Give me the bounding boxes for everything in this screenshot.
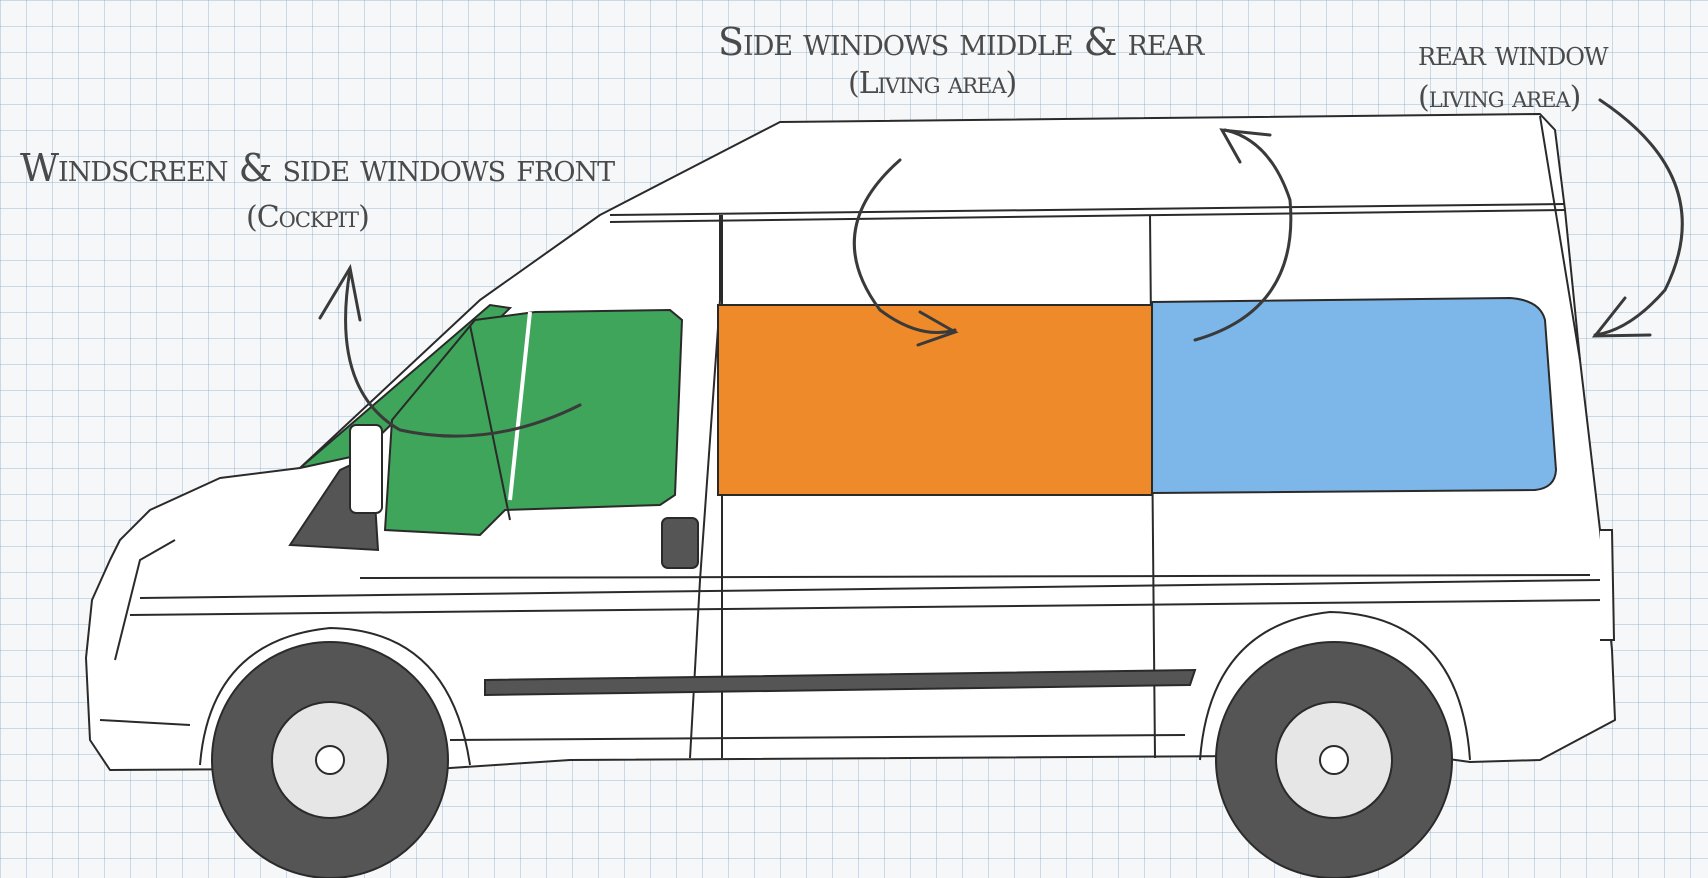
side-window-middle <box>717 304 1153 496</box>
rear-label-title: rear window <box>1418 34 1609 74</box>
side-label-title: Side windows middle & rear <box>718 20 1204 64</box>
arrow-side-rear <box>1193 128 1293 342</box>
rear-wheel <box>1215 641 1453 878</box>
arrows <box>318 98 1684 438</box>
arrow-side-middle <box>852 158 957 334</box>
cockpit-label-title: Windscreen & side windows front <box>20 146 615 190</box>
front-wheel <box>211 641 449 878</box>
wheel-arches <box>199 610 1471 766</box>
cockpit-label-subtitle: (Cockpit) <box>246 200 370 235</box>
arrow-cockpit <box>344 268 582 438</box>
cockpit-details <box>99 311 1616 726</box>
side-label-subtitle: (Living area) <box>848 66 1017 101</box>
rear-label-subtitle: (living area) <box>1418 80 1581 115</box>
arrow-rear <box>1593 98 1684 337</box>
side-window-rear <box>1151 296 1558 495</box>
